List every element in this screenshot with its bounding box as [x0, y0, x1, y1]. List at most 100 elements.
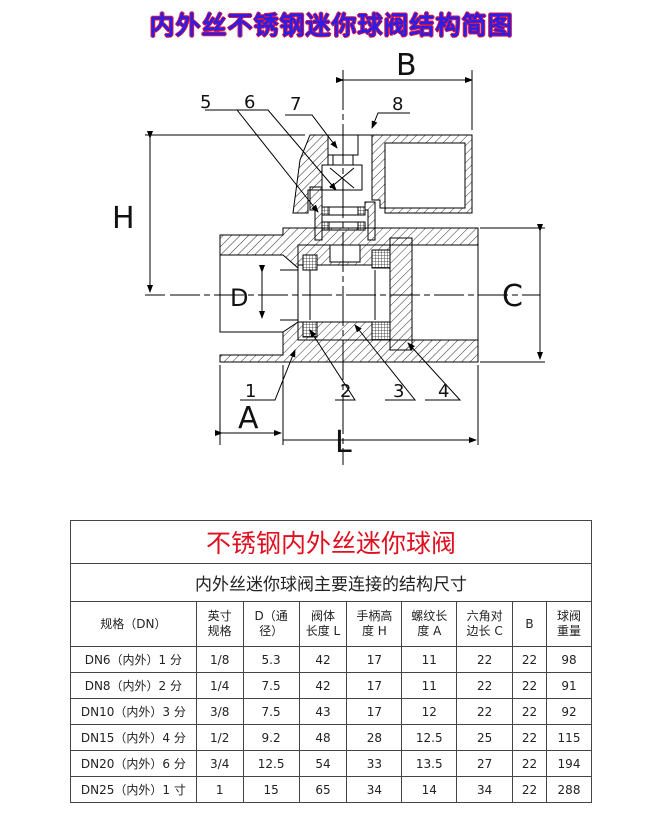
table-cell: 9.2: [242, 724, 300, 751]
part-label-2: 2: [340, 381, 351, 402]
dim-label-a: A: [238, 401, 259, 436]
column-header: 螺纹长度 A: [401, 601, 458, 647]
table-cell: 92: [546, 698, 592, 725]
part-label-7: 7: [290, 94, 301, 115]
table-cell: 14: [401, 776, 458, 803]
table-cell: 7.5: [242, 672, 300, 699]
table-cell: 1/2: [195, 724, 244, 751]
dim-label-h: H: [112, 201, 135, 236]
table-cell: 17: [346, 672, 403, 699]
column-header-text: 度 A: [417, 624, 442, 638]
column-header-text: 重量: [557, 624, 582, 638]
table-cell: 3/8: [195, 698, 244, 725]
table-cell: 17: [346, 698, 403, 725]
table-cell: 22: [512, 698, 548, 725]
table-cell: 13.5: [401, 750, 458, 777]
table-cell: 7.5: [242, 698, 300, 725]
table-cell: 22: [512, 724, 548, 751]
table-cell: 1/8: [195, 646, 244, 673]
table-cell: DN15（内外）4 分: [70, 724, 197, 751]
column-header: D（通径）: [242, 601, 300, 647]
table-cell: DN6（内外）1 分: [70, 646, 197, 673]
dim-label-c: C: [502, 279, 523, 314]
part-label-6: 6: [244, 92, 255, 113]
column-header: 规格（DN）: [70, 601, 197, 647]
table-cell: 42: [298, 672, 348, 699]
column-header-text: 六角对: [466, 609, 503, 623]
table-cell: 22: [512, 776, 548, 803]
table-cell: 34: [346, 776, 403, 803]
column-header-text: 阀体: [310, 609, 335, 623]
table-cell: 22: [456, 672, 514, 699]
table-cell: 194: [546, 750, 592, 777]
column-header-text: 螺纹长: [411, 609, 448, 623]
table-cell: 11: [401, 672, 458, 699]
table-cell: 42: [298, 646, 348, 673]
column-header: 阀体长度 L: [298, 601, 348, 647]
dim-label-b: B: [396, 48, 417, 83]
table-cell: 54: [298, 750, 348, 777]
column-header-text: D（通: [254, 609, 288, 623]
table-cell: 22: [456, 698, 514, 725]
table-cell: 33: [346, 750, 403, 777]
table-cell: 1: [195, 776, 244, 803]
column-header-text: 规格（DN）: [100, 616, 167, 631]
part-label-4: 4: [438, 381, 449, 402]
table-cell: 12: [401, 698, 458, 725]
column-header-text: 球阀: [557, 609, 582, 623]
table-cell: 12.5: [401, 724, 458, 751]
column-header-text: 手柄高: [356, 609, 393, 623]
column-header: B: [512, 601, 548, 647]
table-cell: 12.5: [242, 750, 300, 777]
table-title: 不锈钢内外丝迷你球阀: [70, 520, 592, 564]
column-header-text: 度 H: [361, 624, 387, 638]
column-header-text: 英寸: [207, 609, 232, 623]
column-header-text: B: [525, 616, 534, 631]
table-cell: DN20（内外）6 分: [70, 750, 197, 777]
part-label-8: 8: [392, 94, 403, 115]
table-cell: 27: [456, 750, 514, 777]
table-cell: 22: [512, 646, 548, 673]
table-cell: 48: [298, 724, 348, 751]
table-cell: 3/4: [195, 750, 244, 777]
part-label-3: 3: [393, 381, 404, 402]
table-cell: 65: [298, 776, 348, 803]
table-cell: 15: [242, 776, 300, 803]
table-cell: DN10（内外）3 分: [70, 698, 197, 725]
table-cell: 25: [456, 724, 514, 751]
table-subtitle: 内外丝迷你球阀主要连接的结构尺寸: [70, 563, 592, 602]
part-label-1: 1: [245, 381, 256, 402]
dim-label-d: D: [230, 284, 248, 312]
column-header-text: 长度 L: [305, 624, 341, 638]
table-cell: DN25（内外）1 寸: [70, 776, 197, 803]
table-cell: 288: [546, 776, 592, 803]
table-cell: 5.3: [242, 646, 300, 673]
table-cell: 22: [512, 750, 548, 777]
column-header: 英寸规格: [195, 601, 244, 647]
dim-label-l: L: [335, 425, 352, 460]
table-cell: 1/4: [195, 672, 244, 699]
table-cell: 34: [456, 776, 514, 803]
table-cell: 17: [346, 646, 403, 673]
table-cell: 22: [456, 646, 514, 673]
column-header-text: 规格: [207, 624, 232, 638]
column-header: 手柄高度 H: [346, 601, 403, 647]
column-header-text: 边长 C: [466, 624, 503, 638]
table-cell: 22: [512, 672, 548, 699]
column-header: 六角对边长 C: [456, 601, 514, 647]
table-cell: 115: [546, 724, 592, 751]
table-cell: 28: [346, 724, 403, 751]
column-header-text: 径）: [259, 624, 284, 638]
table-cell: 98: [546, 646, 592, 673]
table-cell: DN8（内外）2 分: [70, 672, 197, 699]
diagram-title: 内外丝不锈钢迷你球阀结构简图: [149, 11, 514, 40]
table-cell: 43: [298, 698, 348, 725]
